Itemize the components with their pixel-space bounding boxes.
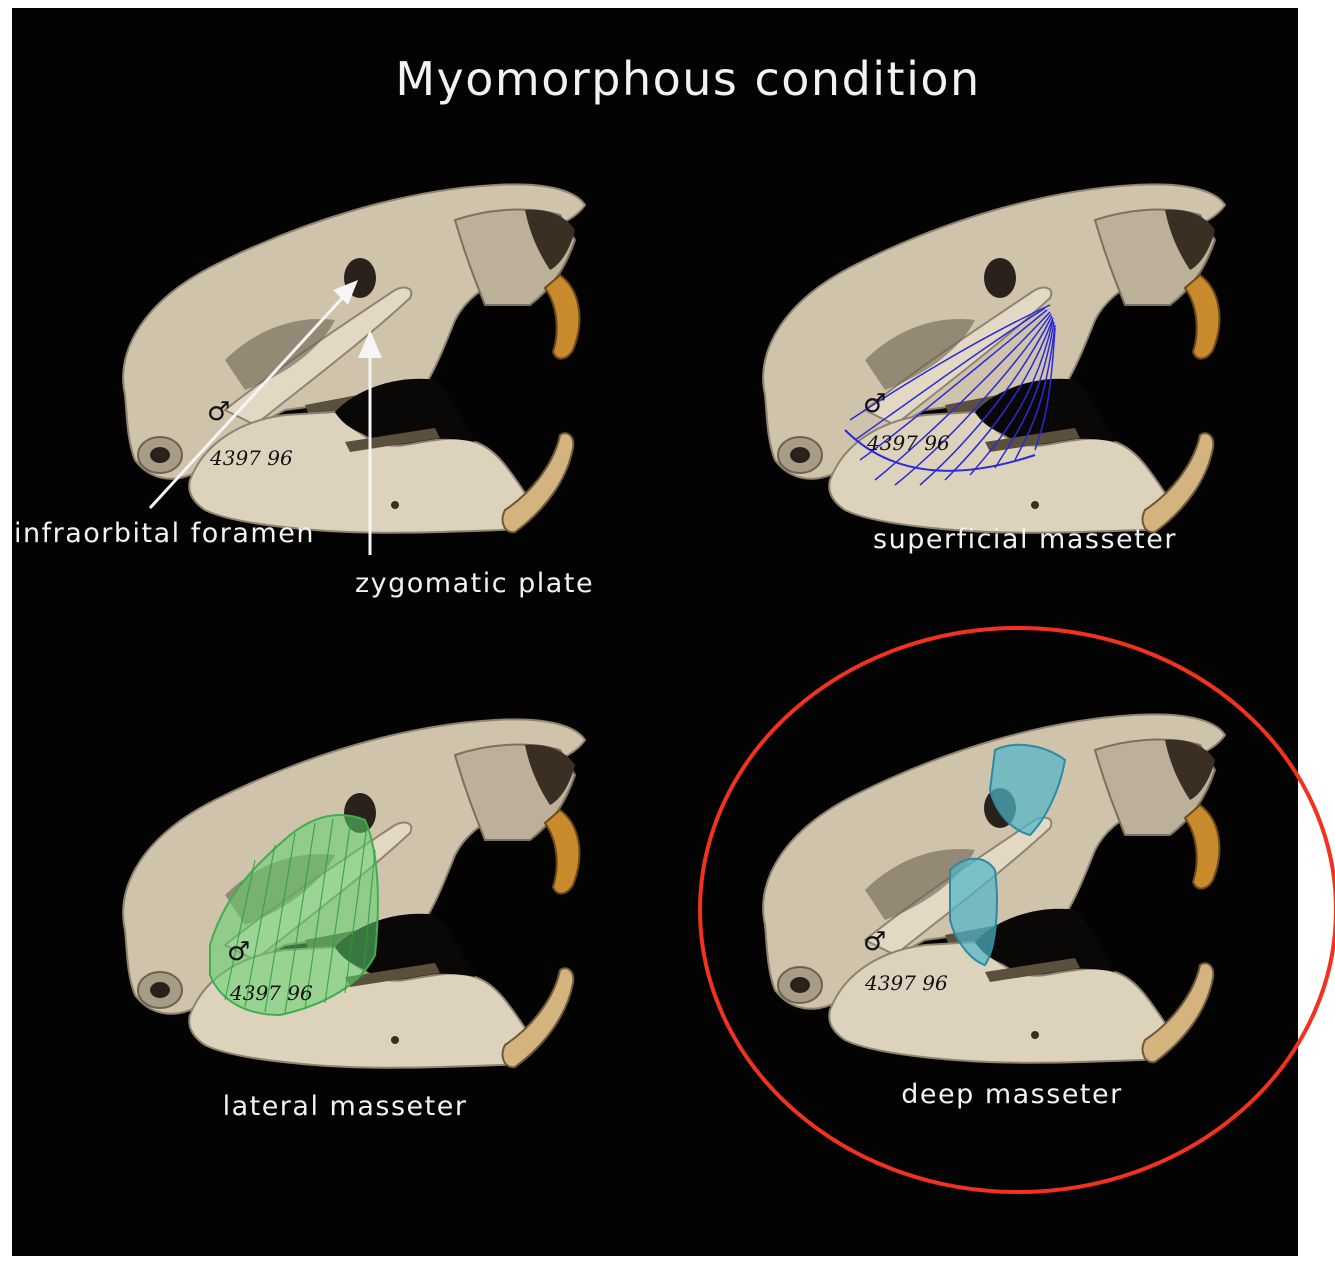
annotation-infraorbital-foramen: infraorbital foramen <box>14 518 315 549</box>
caption-lateral-masseter: lateral masseter <box>223 1091 468 1122</box>
specimen-label: 4397 96 <box>864 971 948 995</box>
figure-title: Myomorphous condition <box>395 52 980 106</box>
specimen-label: 4397 96 <box>866 431 950 455</box>
annotation-zygomatic-plate: zygomatic plate <box>355 568 594 599</box>
sex-symbol: ♂ <box>227 937 250 967</box>
specimen-label: 4397 96 <box>229 981 313 1005</box>
caption-deep-masseter: deep masseter <box>901 1079 1122 1110</box>
specimen-label: 4397 96 <box>209 446 293 470</box>
caption-superficial-masseter: superficial masseter <box>873 524 1177 555</box>
sex-symbol: ♂ <box>863 389 886 419</box>
sex-symbol: ♂ <box>863 927 886 957</box>
